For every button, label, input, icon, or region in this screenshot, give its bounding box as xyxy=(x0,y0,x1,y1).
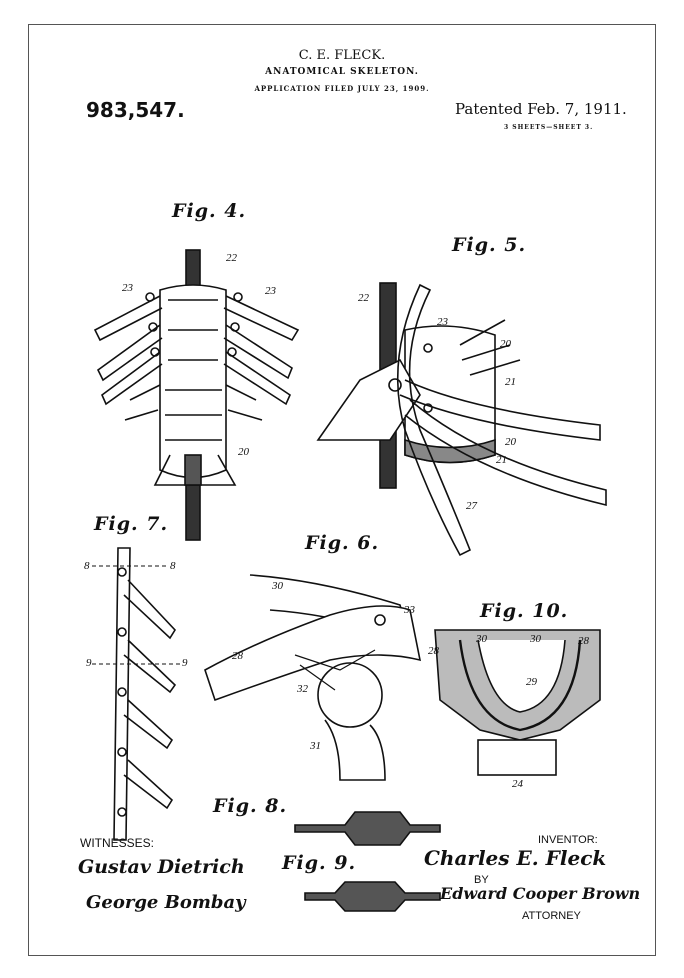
fig6-label: Fig. 6. xyxy=(305,532,380,554)
inventor-heading: C. E. FLECK. xyxy=(298,48,386,63)
ref-numeral: 20 xyxy=(238,446,249,458)
ref-numeral: 28 xyxy=(232,650,243,662)
application-date: APPLICATION FILED JULY 23, 1909. xyxy=(254,84,430,93)
fig9-connector-drawing xyxy=(304,881,441,912)
fig7-label: Fig. 7. xyxy=(94,513,169,535)
patented-date: Patented Feb. 7, 1911. xyxy=(455,100,627,118)
ref-numeral: 24 xyxy=(512,778,523,790)
sheet-count: 3 SHEETS—SHEET 3. xyxy=(504,124,594,131)
ref-numeral: 30 xyxy=(530,633,541,645)
inventor-signature: Charles E. Fleck xyxy=(424,846,607,870)
fig8-label: Fig. 8. xyxy=(213,795,288,817)
patent-number: 983,547. xyxy=(86,98,185,122)
ref-numeral: 8 xyxy=(84,560,90,572)
ref-numeral: 28 xyxy=(428,645,439,657)
ref-numeral: 30 xyxy=(476,633,487,645)
ref-numeral: 28 xyxy=(578,635,589,647)
attorney-label: ATTORNEY xyxy=(522,910,581,922)
ref-numeral: 22 xyxy=(358,292,369,304)
witness-signature-1: Gustav Dietrich xyxy=(78,856,245,878)
ref-numeral: 32 xyxy=(297,683,308,695)
ref-numeral: 23 xyxy=(122,282,133,294)
ref-numeral: 29 xyxy=(526,676,537,688)
ref-numeral: 22 xyxy=(226,252,237,264)
ref-numeral: 30 xyxy=(272,580,283,592)
ref-numeral: 9 xyxy=(86,657,92,669)
fig9-label: Fig. 9. xyxy=(282,852,357,874)
fig6-shoulder-drawing xyxy=(204,574,422,781)
fig5-rib-joint-drawing xyxy=(316,282,607,557)
ref-numeral: 21 xyxy=(496,454,507,466)
fig7-chain-drawing xyxy=(92,547,180,841)
ref-numeral: 20 xyxy=(500,338,511,350)
ref-numeral: 21 xyxy=(505,376,516,388)
ref-numeral: 23 xyxy=(437,316,448,328)
ref-numeral: 27 xyxy=(466,500,477,512)
inventor-label: INVENTOR: xyxy=(538,834,598,846)
ref-numeral: 9 xyxy=(182,657,188,669)
fig10-label: Fig. 10. xyxy=(480,600,569,622)
ref-numeral: 31 xyxy=(310,740,321,752)
by-label: BY xyxy=(474,874,489,886)
fig4-label: Fig. 4. xyxy=(172,200,247,222)
fig10-section-drawing xyxy=(434,629,601,776)
ref-numeral: 33 xyxy=(404,604,415,616)
attorney-signature: Edward Cooper Brown xyxy=(440,884,641,903)
fig5-label: Fig. 5. xyxy=(452,234,527,256)
witnesses-label: WITNESSES: xyxy=(80,836,155,850)
fig4-spine-drawing xyxy=(93,249,300,541)
patent-title: ANATOMICAL SKELETON. xyxy=(265,67,419,77)
ref-numeral: 20 xyxy=(505,436,516,448)
ref-numeral: 23 xyxy=(265,285,276,297)
fig8-connector-drawing xyxy=(294,811,441,846)
witness-signature-2: George Bombay xyxy=(86,892,246,913)
page-border xyxy=(28,24,656,956)
ref-numeral: 8 xyxy=(170,560,176,572)
